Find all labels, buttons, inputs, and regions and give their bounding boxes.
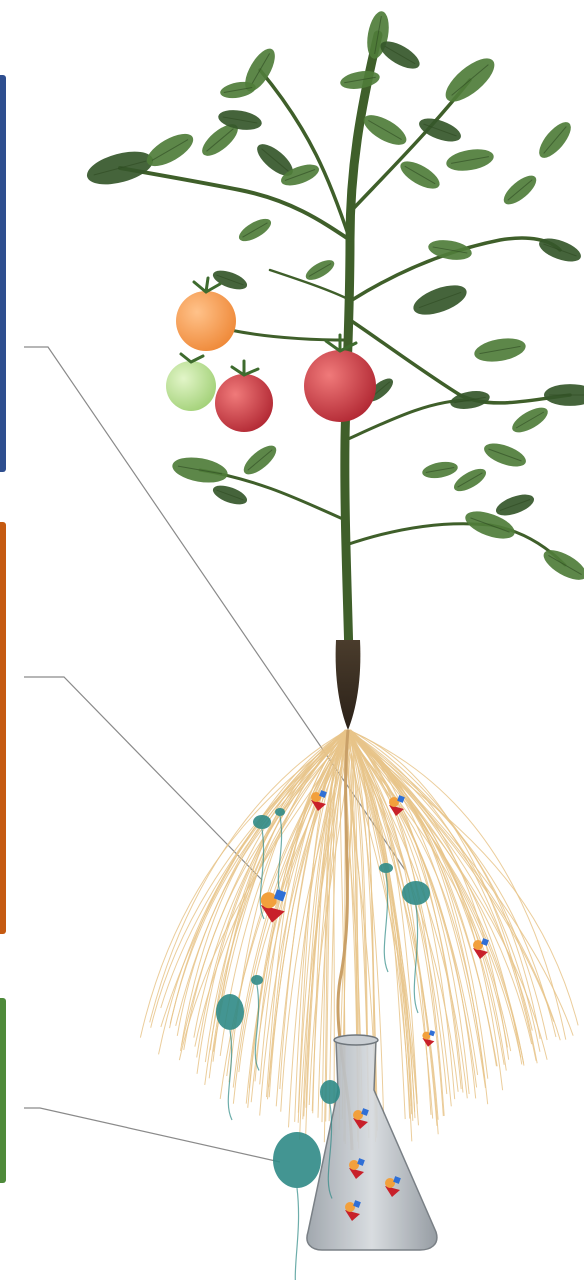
tomatoes [166,278,376,432]
tomato-red-large [304,350,376,422]
leader-line-middle [24,677,262,880]
tomato-green [166,361,216,411]
tomato-red-small [215,374,273,432]
leaves [83,10,584,586]
root-crown [336,640,361,730]
leader-line-bottom [24,1108,280,1162]
tomato-orange [176,291,236,351]
